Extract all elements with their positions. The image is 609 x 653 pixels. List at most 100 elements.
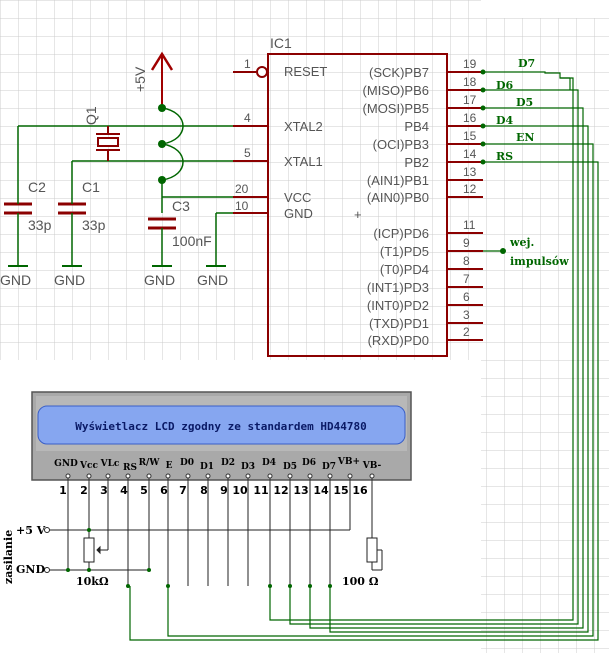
- ic1-pin-num-vcc: 20: [235, 182, 249, 196]
- lcd-pin-name-3: VLc: [100, 459, 120, 469]
- lcd-pin-name-5: R/W: [139, 458, 161, 468]
- pin-num-9: 9: [463, 236, 470, 250]
- crystal-q1: [96, 126, 120, 161]
- lcd-screen: [37, 405, 406, 445]
- lcd-pin-names: GND Vcc VLc RS R/W E D0 D1 D2 D3 D4 D5 D…: [54, 457, 381, 473]
- ic1-pin-num-xtal2: 4: [244, 111, 251, 125]
- net-label-en: EN: [516, 131, 534, 144]
- pin-label-pb2: PB2: [404, 155, 429, 170]
- ic1-right-pins: [447, 71, 483, 341]
- ic1-pin-label-vcc: VCC: [284, 190, 311, 205]
- gnd-terminal: [44, 567, 50, 573]
- lcd-pin-num-9: 9: [220, 484, 228, 497]
- pot1-value: 10kΩ: [76, 575, 109, 588]
- lcd-pin-num-12: 12: [273, 484, 288, 497]
- lcd-text: Wyświetlacz LCD zgodny ze standardem HD4…: [75, 420, 366, 433]
- ic1-center-mark: +: [354, 207, 362, 222]
- pin-label-pb6: (MISO)PB6: [363, 83, 429, 98]
- lcd-pin-num-6: 6: [160, 484, 168, 497]
- pin-num-15: 15: [463, 129, 477, 143]
- ic1-body: [267, 53, 448, 357]
- pin-num-16: 16: [463, 111, 477, 125]
- pin-label-pd6: (ICP)PD6: [373, 226, 429, 241]
- ic1-right-pin-labels: (SCK)PB7 (MISO)PB6 (MOSI)PB5 PB4 (OCI)PB…: [363, 65, 429, 348]
- lcd-pin-name-15: VB+: [337, 457, 360, 467]
- pin-num-11: 11: [463, 218, 476, 232]
- lcd-pin-num-11: 11: [253, 484, 268, 497]
- net-label-d7: D7: [518, 57, 535, 70]
- c2-value: 33p: [28, 217, 52, 233]
- lcd-pin-name-16: VB-: [362, 461, 382, 471]
- net-label-rs: RS: [496, 150, 513, 163]
- lcd-module: Wyświetlacz LCD zgodny ze standardem HD4…: [31, 391, 412, 497]
- input-label-1: wej.: [509, 236, 534, 249]
- lcd-pin-name-2: Vcc: [79, 461, 98, 471]
- supply-side-label: zasilanie: [2, 530, 15, 584]
- ic1-pin-label-reset: RESET: [284, 64, 327, 79]
- c1-value: 33p: [82, 217, 106, 233]
- pin-label-pd3: (INT1)PD3: [367, 280, 429, 295]
- pin-num-12: 12: [463, 182, 477, 196]
- lcd-pin-num-16: 16: [352, 484, 368, 497]
- lcd-pin-name-10: D3: [241, 462, 255, 472]
- lcd-pin-num-15: 15: [333, 484, 348, 497]
- lcd-pin-name-12: D5: [283, 462, 297, 472]
- pin-num-14: 14: [463, 147, 477, 161]
- pin-num-17: 17: [463, 93, 477, 107]
- lcd-pin-name-7: D0: [180, 458, 194, 468]
- q1-label: Q1: [83, 106, 99, 125]
- c2-label: C2: [28, 179, 46, 195]
- lcd-pin-name-9: D2: [221, 458, 235, 468]
- grid-area-top: [0, 0, 481, 360]
- lcd-pin-num-13: 13: [293, 484, 308, 497]
- oscillator-section: Q1 C2 33p GND C1 33p GND: [0, 106, 233, 288]
- c3-label: C3: [172, 198, 190, 214]
- lcd-pin-num-5: 5: [140, 484, 148, 497]
- lcd-pin-num-8: 8: [200, 484, 208, 497]
- pin-label-pb5: (MOSI)PB5: [363, 101, 429, 116]
- plus5-terminal: [44, 527, 50, 533]
- pot2-value: 100 Ω: [342, 575, 379, 588]
- net-label-d5: D5: [516, 96, 533, 109]
- ic-gnd: GND: [197, 272, 228, 288]
- lcd-pin-num-14: 14: [313, 484, 329, 497]
- net-wires: [483, 71, 590, 252]
- ic1-pin-num-xtal1: 5: [244, 146, 251, 160]
- pin-num-6: 6: [463, 290, 470, 304]
- ic1-pin-num-gnd: 10: [235, 199, 249, 213]
- pin-num-7: 7: [463, 272, 470, 286]
- lcd-pin-num-10: 10: [232, 484, 248, 497]
- ic1-pin-label-gnd: GND: [284, 206, 313, 221]
- c3-gnd: GND: [144, 272, 175, 288]
- supply-label: +5V: [132, 66, 148, 92]
- lcd-pin-name-1: GND: [54, 459, 78, 469]
- pin-label-pd5: (T1)PD5: [380, 244, 429, 259]
- lcd-pin-name-8: D1: [200, 462, 214, 472]
- net-label-d6: D6: [496, 79, 514, 92]
- lcd-pin-numbers: 1 2 3 4 5 6 7 8 9 10 11 12 13 14 15 16: [59, 484, 368, 497]
- pin-label-pb4: PB4: [404, 119, 429, 134]
- pin-num-13: 13: [463, 165, 477, 179]
- lcd-wiring: [50, 482, 383, 586]
- lcd-pin-num-3: 3: [100, 484, 108, 497]
- lcd-pin-name-4: RS: [123, 463, 137, 473]
- pin-num-2: 2: [463, 325, 470, 339]
- pin-label-pb1: (AIN1)PB1: [367, 173, 429, 188]
- plus5-label: +5 V: [16, 524, 46, 537]
- lcd-pin-num-7: 7: [179, 484, 187, 497]
- lcd-pin-num-4: 4: [120, 484, 128, 497]
- ic1-pin-num-reset: 1: [244, 57, 251, 71]
- bus-verticals: [129, 77, 599, 641]
- c2-gnd: GND: [0, 272, 31, 288]
- net-dots: [480, 69, 486, 165]
- gnd-label: GND: [16, 563, 45, 576]
- wiring-dots: [66, 528, 332, 588]
- pin-num-3: 3: [463, 308, 470, 322]
- lcd-pin-name-14: D7: [322, 462, 336, 472]
- net-label-d4: D4: [496, 114, 514, 127]
- pin-label-pb3: (OCI)PB3: [373, 137, 429, 152]
- lcd-pin-name-11: D4: [262, 458, 276, 468]
- pin-num-18: 18: [463, 75, 477, 89]
- c1-label: C1: [82, 179, 100, 195]
